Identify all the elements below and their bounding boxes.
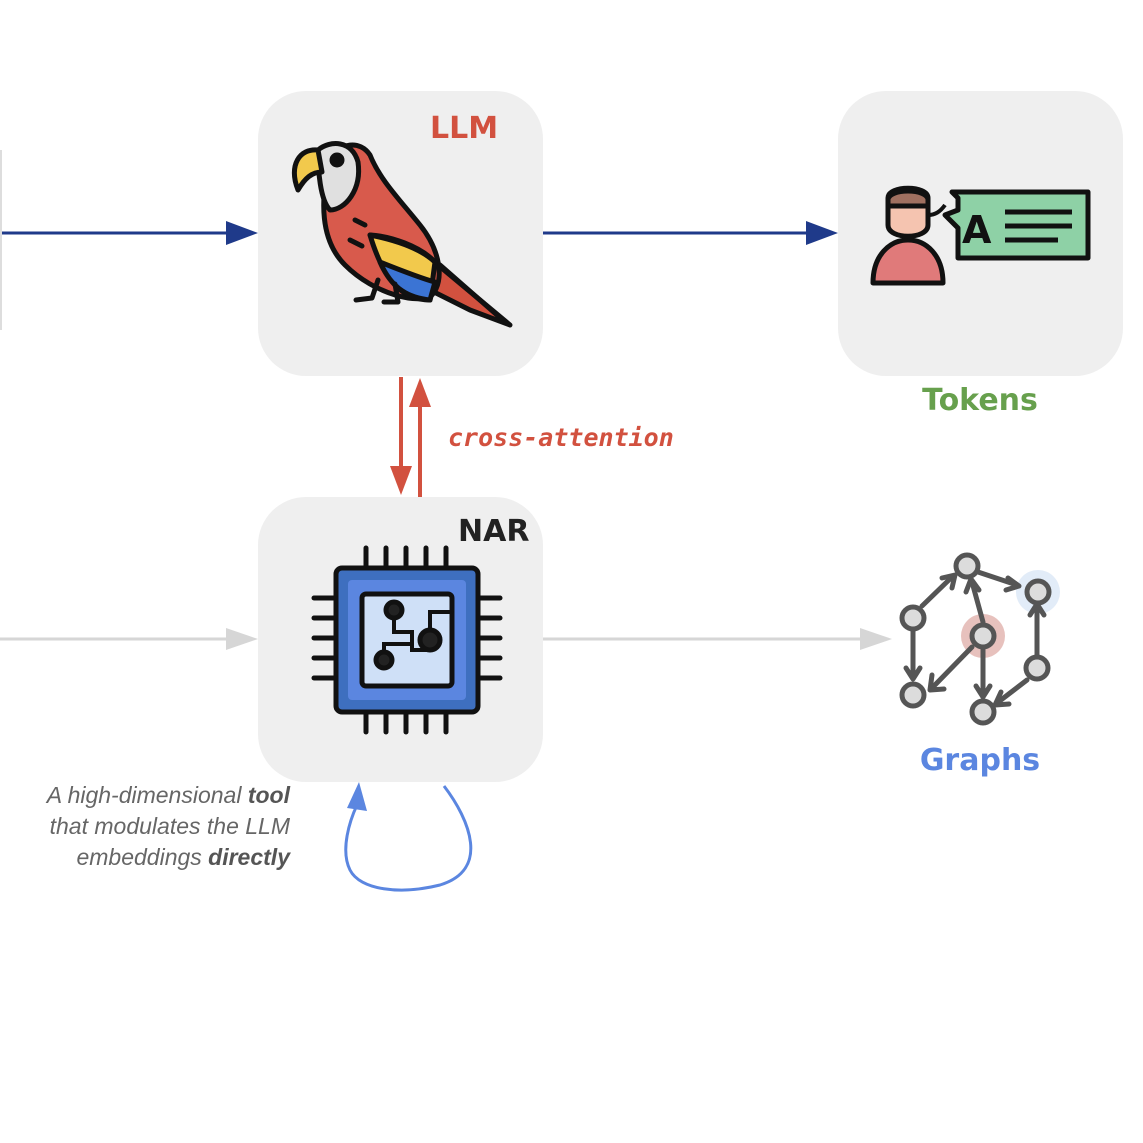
nar-label: NAR xyxy=(458,514,529,549)
graphs-label: Graphs xyxy=(920,743,1040,778)
speaker-speech-bubble-icon: A xyxy=(870,185,1091,286)
svg-text:A: A xyxy=(962,208,992,252)
llm-node: LLM xyxy=(258,91,543,376)
processor-chip-icon xyxy=(311,545,503,735)
nar-node: NAR xyxy=(258,497,543,782)
cross-attention-label: cross-attention xyxy=(448,423,674,452)
caption-line3-b: directly xyxy=(208,844,290,870)
graph-flow-arrows xyxy=(0,628,892,650)
caption-line1-a: A high-dimensional xyxy=(46,782,248,808)
cross-attention-arrows xyxy=(390,377,431,497)
caption-line1-b: tool xyxy=(247,782,290,808)
tokens-label: Tokens xyxy=(922,383,1038,418)
llm-label: LLM xyxy=(430,111,498,146)
self-loop-arrow xyxy=(344,782,473,892)
tokens-node: A xyxy=(838,91,1123,376)
nar-caption: A high-dimensional tool that modulates t… xyxy=(0,780,290,873)
graph-network-icon xyxy=(899,552,1060,726)
token-flow-arrows xyxy=(0,221,838,245)
caption-line3-a: embeddings xyxy=(76,844,209,870)
caption-line2: that modulates the LLM xyxy=(49,813,290,839)
parrot-icon xyxy=(291,141,513,328)
